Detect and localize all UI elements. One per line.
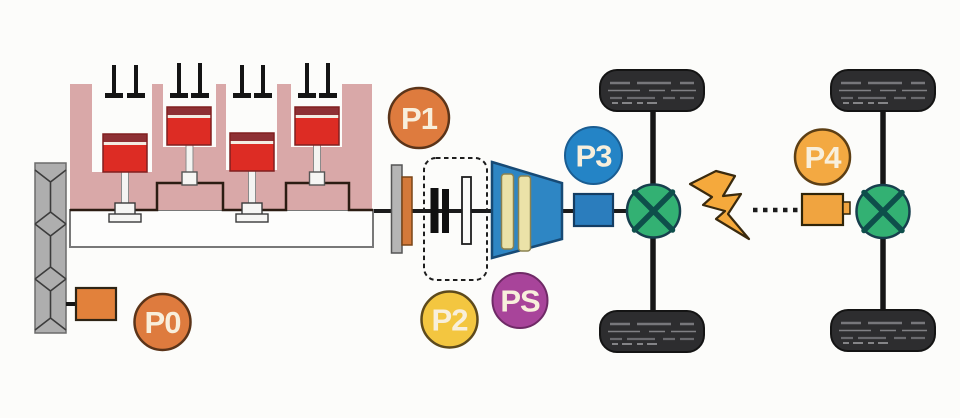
tire-rear-bottom — [829, 308, 937, 353]
p1-badge: P1 — [387, 86, 451, 150]
tire-front-top — [598, 68, 706, 113]
clutch-plate — [442, 189, 449, 233]
clutch-disc — [461, 176, 472, 245]
p4-motor-box — [800, 192, 851, 227]
p4-badge: P4 — [793, 128, 852, 186]
clutch-dashed-box — [423, 157, 488, 281]
tire-rear-top — [829, 68, 937, 113]
engine-block — [69, 63, 374, 248]
p0-badge: P0 — [133, 292, 192, 352]
p0-motor-box — [74, 286, 118, 322]
piston — [229, 132, 275, 172]
damper-disc — [401, 176, 413, 246]
badge-label: P4 — [805, 140, 843, 175]
rear-differential — [857, 185, 910, 238]
transmission-housing — [490, 160, 564, 260]
valvetrain — [105, 63, 337, 98]
gear-bar — [500, 173, 515, 250]
badge-label: P1 — [401, 101, 438, 136]
belt-chevrons — [34, 169, 67, 331]
front-differential — [627, 185, 680, 238]
p3-motor-box — [572, 192, 615, 228]
badge-label: P2 — [432, 303, 468, 338]
clutch-plate — [430, 188, 439, 233]
clutch-module — [423, 157, 488, 281]
badge-label: PS — [500, 284, 540, 319]
badge-label: P0 — [145, 305, 181, 340]
gear-bar — [517, 175, 532, 252]
piston — [166, 106, 212, 146]
accessory-belt — [34, 162, 67, 334]
ps-badge: PS — [491, 272, 549, 329]
lightning-bolt-icon — [688, 169, 751, 241]
p2-badge: P2 — [420, 290, 479, 349]
piston — [102, 133, 148, 173]
p3-badge: P3 — [564, 126, 623, 185]
piston — [294, 106, 340, 146]
flywheel-disc — [390, 164, 403, 254]
tire-front-bottom — [598, 309, 706, 354]
badge-label: P3 — [576, 139, 613, 174]
crank-journals — [108, 171, 326, 223]
